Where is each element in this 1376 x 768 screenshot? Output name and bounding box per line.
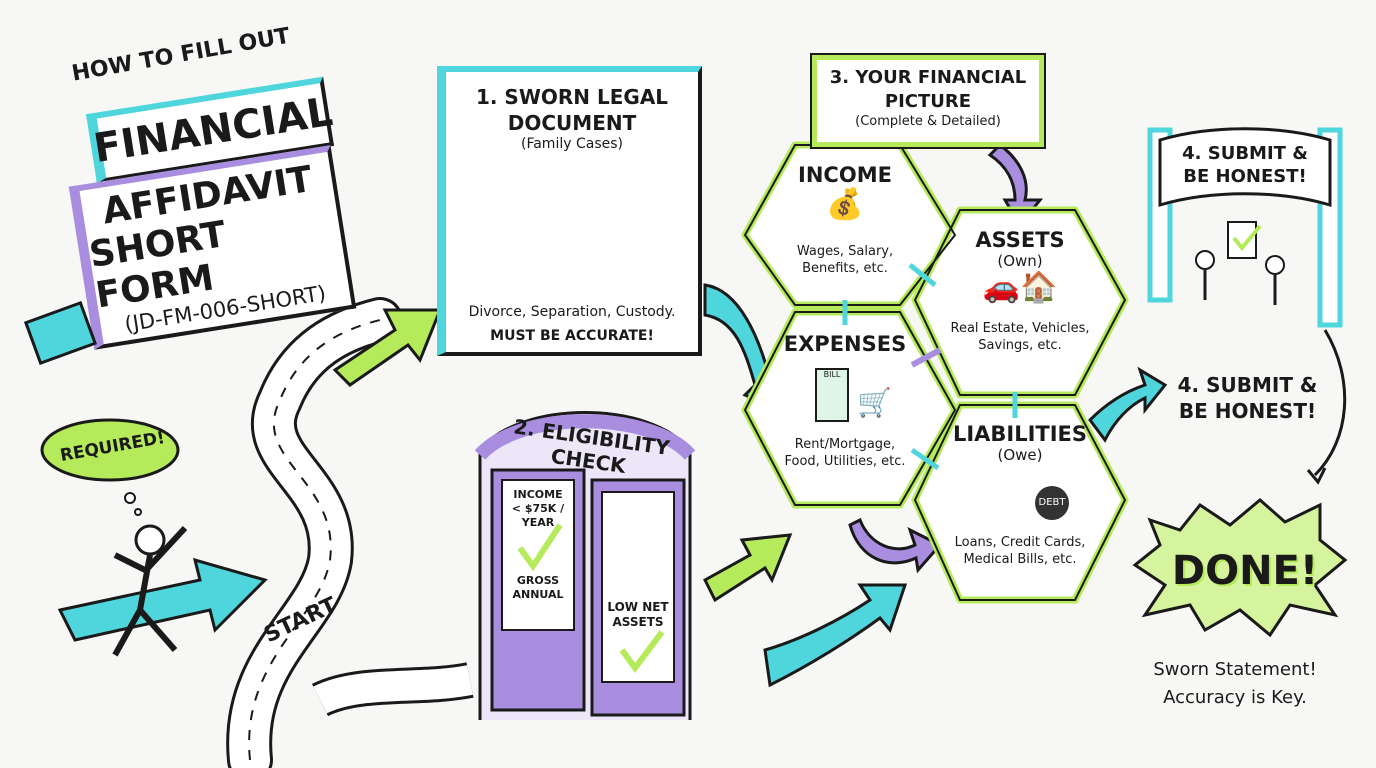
assets-sub: (Own): [997, 252, 1043, 270]
step3-title: 3. YOUR FINANCIAL PICTURE: [829, 67, 1027, 112]
liabilities-desc-1: Loans, Credit Cards,: [954, 535, 1086, 550]
arrow-submit-to-done: [1313, 329, 1347, 477]
gross-label: GROSS: [516, 574, 560, 587]
done-note: Sworn Statement! Accuracy is Key.: [1145, 656, 1325, 712]
income-title: INCOME: [798, 163, 892, 187]
hex-assets-content: ASSETS (Own) 🚗🏠 Real Estate, Vehicles, S…: [930, 228, 1110, 354]
assets-desc-1: Real Estate, Vehicles,: [950, 321, 1090, 336]
expenses-desc-1: Rent/Mortgage,: [794, 437, 896, 452]
done-burst: [1132, 498, 1348, 638]
income-threshold: < $75K /: [511, 502, 565, 515]
assets-line-2: ASSETS: [612, 615, 664, 629]
hex-liabilities-content: LIABILITIES (Owe) DEBT Loans, Credit Car…: [930, 422, 1110, 568]
arrow-to-liabilities: [763, 583, 908, 688]
income-desc-1: Wages, Salary,: [796, 244, 894, 259]
hex-income-content: INCOME 💰 Wages, Salary, Benefits, etc.: [770, 163, 920, 277]
step1-title: 1. SWORN LEGAL DOCUMENT: [475, 85, 669, 135]
arrow-start: [57, 557, 268, 642]
arrow-to-step1: [332, 308, 443, 387]
step4-line-2: BE HONEST!: [1178, 399, 1317, 423]
liabilities-sub: (Owe): [997, 446, 1043, 464]
liabilities-title: LIABILITIES: [952, 422, 1088, 446]
step1-warning: MUST BE ACCURATE!: [490, 328, 654, 344]
car-house-icon: 🚗🏠: [982, 270, 1058, 305]
step1-box: 1. SWORN LEGAL DOCUMENT (Family Cases) D…: [437, 66, 702, 356]
done-note-2: Accuracy is Key.: [1163, 687, 1307, 708]
arrow-expenses-to-liabilities: [848, 517, 943, 574]
step4-label: 4. SUBMIT & BE HONEST!: [1160, 372, 1335, 424]
hex-expenses-content: EXPENSES BILL 🛒 Rent/Mortgage, Food, Uti…: [765, 332, 925, 470]
assets-desc-2: Savings, etc.: [978, 338, 1062, 353]
bill-cart-icon: BILL 🛒: [765, 356, 925, 436]
step1-desc: Divorce, Separation, Custody.: [468, 304, 676, 320]
cart-icon: 🛒: [857, 386, 892, 419]
liabilities-desc-2: Medical Bills, etc.: [963, 552, 1077, 567]
annual-label: ANNUAL: [512, 588, 564, 601]
income-label: INCOME: [513, 488, 563, 501]
done-label: DONE!: [1171, 548, 1319, 594]
money-bag-icon: 💰: [826, 187, 864, 222]
income-desc-2: Benefits, etc.: [802, 261, 888, 276]
submit-gate: [1147, 127, 1343, 328]
eligibility-door: [474, 411, 696, 720]
arrow-door-out: [703, 533, 793, 603]
income-period: YEAR: [521, 516, 555, 529]
running-figure: [112, 524, 188, 657]
debt-ball-icon: DEBT: [930, 464, 1110, 534]
required-cloud: [40, 418, 180, 482]
expenses-desc-2: Food, Utilities, etc.: [784, 454, 906, 469]
gate-sign: 4. SUBMIT & BE HONEST!: [1170, 142, 1320, 188]
step3-subtitle: (Complete & Detailed): [855, 114, 1001, 129]
arrow-to-submit: [1088, 366, 1168, 443]
assets-line-1: LOW NET: [607, 600, 669, 614]
done-note-1: Sworn Statement!: [1153, 659, 1317, 680]
eligibility-income-panel: INCOME < $75K / YEAR GROSS ANNUAL: [502, 488, 574, 602]
hex-connectors: [842, 263, 1018, 471]
gate-line-1: 4. SUBMIT &: [1182, 143, 1308, 164]
gate-line-2: BE HONEST!: [1183, 166, 1307, 187]
step1-subtitle: (Family Cases): [521, 136, 623, 152]
step4-line-1: 4. SUBMIT &: [1177, 373, 1318, 397]
eligibility-assets-panel: LOW NET ASSETS: [602, 600, 674, 630]
step3-title-box: 3. YOUR FINANCIAL PICTURE (Complete & De…: [810, 53, 1046, 149]
assets-title: ASSETS: [975, 228, 1065, 252]
expenses-title: EXPENSES: [783, 332, 907, 356]
bill-icon: BILL: [815, 368, 849, 422]
debt-label: DEBT: [1035, 486, 1069, 520]
